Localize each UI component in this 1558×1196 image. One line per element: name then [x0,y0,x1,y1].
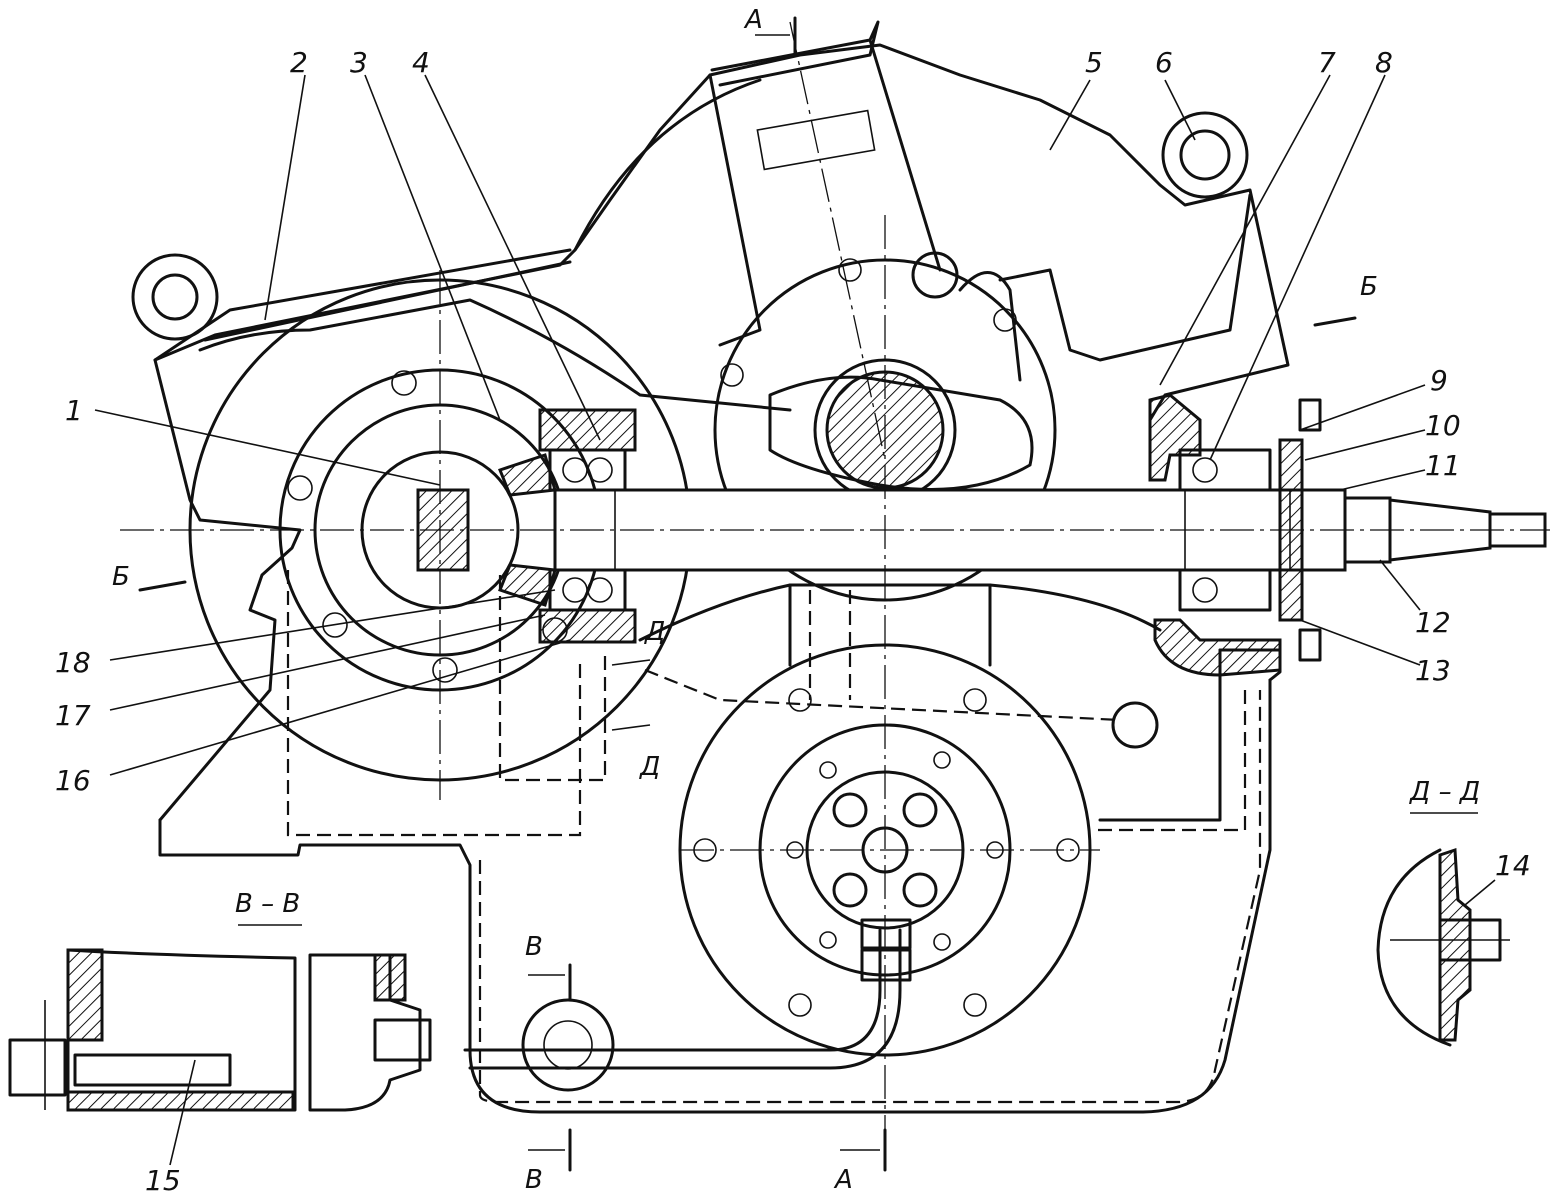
label-14: 14 [1495,849,1531,882]
oil-pipe [463,701,1159,1092]
section-d-d-detail [1376,847,1510,1047]
mark-b-right: Б [1360,272,1378,302]
label-4: 4 [412,46,430,79]
lifting-eye-right [1161,111,1249,199]
title-section-dd: Д – Д [1409,777,1480,807]
label-1: 1 [65,394,83,427]
label-6: 6 [1155,46,1173,79]
section-cut-marks [138,16,1357,1172]
label-13: 13 [1415,654,1451,687]
title-section-vv: В – В [235,889,300,919]
mark-d-top: Д [644,617,665,647]
mark-v-bottom: В [525,1165,543,1195]
section-mark-letters: А А Б Б В В Д Д В – В Д – Д [112,5,1480,1195]
left-bearing-assembly [498,408,637,644]
gearbox-housing [131,20,1290,1114]
label-15: 15 [145,1164,181,1196]
section-v-v-detail [8,948,432,1112]
label-9: 9 [1430,364,1448,397]
label-11: 11 [1425,449,1461,482]
mark-d-bottom: Д [639,752,660,782]
label-12: 12 [1415,606,1451,639]
label-17: 17 [55,699,91,732]
lifting-eye-left [131,253,219,341]
label-5: 5 [1085,46,1103,79]
mark-v-top: В [525,932,543,962]
right-bearing-assembly [1148,393,1322,677]
label-16: 16 [55,764,91,797]
mark-a-bottom: А [833,1165,853,1195]
label-3: 3 [350,46,368,79]
mark-b-left: Б [112,562,130,592]
leader-lines [94,74,1496,1166]
mark-a-top: А [743,5,763,35]
label-18: 18 [55,646,91,679]
label-7: 7 [1318,46,1336,79]
label-10: 10 [1425,409,1461,442]
part-labels: 1 2 3 4 5 6 7 8 9 10 11 12 13 14 15 16 1… [55,46,1531,1196]
label-8: 8 [1375,46,1393,79]
label-2: 2 [290,46,308,79]
